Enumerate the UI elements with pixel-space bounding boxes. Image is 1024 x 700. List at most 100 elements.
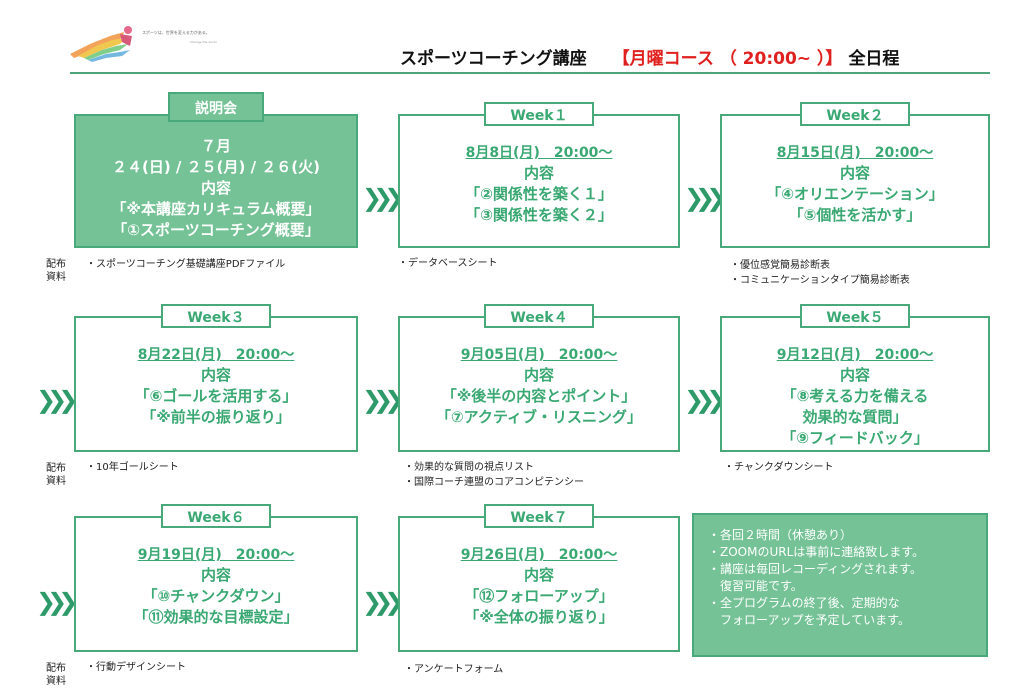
title-main: スポーツコーチング講座 (400, 49, 587, 69)
info-line: ・ZOOMのURLは事前に連絡致します。 (708, 545, 925, 559)
session-line: 「⑦アクティブ・リスニング」 (435, 408, 643, 426)
session-card-week7: Week７ 9月26日(月) 20:00～ 内容 「⑫フォローアップ」 「※全体… (398, 504, 680, 652)
session-tab: Week４ (484, 304, 594, 328)
session-card-week1: Week１ 8月8日(月) 20:00～ 内容 「②関係性を築く１」 「③関係性… (398, 102, 680, 248)
runner-logo-icon (70, 26, 132, 62)
session-line: 「①スポーツコーチング概要」 (112, 221, 320, 239)
session-tab: Week７ (484, 504, 594, 528)
materials-label-top: 配布 (46, 663, 66, 674)
session-date: 8月22日(月) 20:00～ (137, 347, 295, 363)
materials-label-top: 配布 (46, 463, 66, 474)
session-line: 「②関係性を築く１」 (465, 185, 613, 203)
session-line: 内容 (200, 366, 231, 384)
session-line: 「⑫フォローアップ」 (464, 587, 614, 605)
session-line: 「※後半の内容とポイント」 (441, 387, 637, 405)
session-tab: Week３ (161, 304, 271, 328)
info-line: ・全プログラムの終了後、定期的な (708, 596, 900, 610)
materials-label-bottom: 資料 (46, 476, 66, 487)
triple-chevron-right-icon: ❯❯❯ (36, 386, 78, 414)
triple-chevron-right-icon: ❯❯❯ (684, 386, 726, 414)
session-line: 内容 (839, 164, 870, 182)
session-line: 「⑩チャンクダウン」 (142, 587, 290, 605)
material-item: ・データベースシート (398, 258, 498, 269)
session-line: 「⑨フィードバック」 (781, 429, 929, 447)
session-card-week6: Week６ 9月19日(月) 20:00～ 内容 「⑩チャンクダウン」 「⑪効果… (74, 504, 358, 652)
header-divider (70, 72, 990, 74)
materials-label: 配布 資料 (46, 258, 66, 284)
material-item: ・チャンクダウンシート (724, 462, 834, 473)
logo-subtext: Change the world (190, 40, 217, 44)
triple-chevron-right-icon: ❯❯❯ (362, 588, 404, 616)
session-tab: 説明会 (168, 92, 264, 122)
session-line: 内容 (523, 164, 554, 182)
session-line: 「※本講座カリキュラム概要」 (111, 200, 321, 218)
session-line: 内容 (523, 566, 554, 584)
material-item: ・行動デザインシート (86, 662, 186, 673)
materials-list: ・チャンクダウンシート (724, 460, 834, 475)
material-item: ・10年ゴールシート (86, 462, 179, 473)
logo: スポーツは、世界を変える力がある。 Change the world (60, 22, 260, 62)
session-tab: Week２ (800, 102, 910, 126)
materials-list: ・行動デザインシート (86, 660, 186, 675)
materials-list: ・データベースシート (398, 256, 498, 271)
materials-list: ・効果的な質問の視点リスト ・国際コーチ連盟のコアコンピテンシー (404, 460, 584, 490)
session-date: 9月12日(月) 20:00～ (776, 347, 934, 363)
session-card-week5: Week５ 9月12日(月) 20:00～ 内容 「⑧考える力を備える 効果的な… (720, 304, 990, 452)
material-item: ・効果的な質問の視点リスト (404, 462, 534, 473)
materials-label: 配布 資料 (46, 662, 66, 688)
material-item: ・優位感覚簡易診断表 (730, 260, 830, 271)
session-line: 効果的な質問」 (802, 408, 908, 426)
triple-chevron-right-icon: ❯❯❯ (362, 184, 404, 212)
session-line: ７月 (200, 137, 231, 155)
session-tab: Week６ (161, 504, 271, 528)
session-date: 9月26日(月) 20:00～ (460, 547, 618, 563)
triple-chevron-right-icon: ❯❯❯ (362, 386, 404, 414)
material-item: ・国際コーチ連盟のコアコンピテンシー (404, 477, 584, 488)
session-line: 「⑪効果的な目標設定」 (133, 608, 299, 626)
materials-list: ・10年ゴールシート (86, 460, 179, 475)
materials-list: ・アンケートフォーム (404, 662, 503, 677)
session-date: 8月8日(月) 20:00～ (465, 145, 613, 161)
session-card-orientation: 説明会 ７月 ２４(日) / ２５(月) / ２６(火) 内容 「※本講座カリキ… (74, 92, 358, 248)
materials-label: 配布 資料 (46, 462, 66, 488)
session-line: ２４(日) / ２５(月) / ２６(火) (112, 158, 320, 176)
session-line: 内容 (200, 566, 231, 584)
session-line: 「⑥ゴールを活用する」 (134, 387, 298, 405)
session-line: 「③関係性を築く２」 (465, 206, 613, 224)
session-line: 内容 (200, 179, 231, 197)
material-item: ・スポーツコーチング基礎講座PDFファイル (86, 259, 286, 270)
session-date: 8月15日(月) 20:00～ (776, 145, 934, 161)
material-item: ・コミュニケーションタイプ簡易診断表 (730, 275, 910, 286)
session-line: 「※全体の振り返り」 (464, 608, 614, 626)
session-tab: Week５ (800, 304, 910, 328)
session-line: 内容 (839, 366, 870, 384)
title-course: 【月曜コース （ 20:00~ ）】 (612, 49, 843, 69)
materials-label-bottom: 資料 (46, 272, 66, 283)
session-line: 「※前半の振り返り」 (141, 408, 291, 426)
session-date: 9月05日(月) 20:00～ (460, 347, 618, 363)
session-line: 「⑤個性を活かす」 (788, 206, 922, 224)
session-card-week4: Week４ 9月05日(月) 20:00～ 内容 「※後半の内容とポイント」 「… (398, 304, 680, 452)
info-line: 復習可能です。 (708, 579, 803, 593)
materials-label-bottom: 資料 (46, 676, 66, 687)
info-line: ・講座は毎回レコーディングされます。 (708, 562, 922, 576)
material-item: ・アンケートフォーム (404, 664, 504, 675)
triple-chevron-right-icon: ❯❯❯ (36, 588, 78, 616)
page-title: スポーツコーチング講座 【月曜コース （ 20:00~ ）】全日程 (400, 44, 899, 69)
session-date: 9月19日(月) 20:00～ (137, 547, 295, 563)
logo-tagline: スポーツは、世界を変える力がある。 (142, 30, 210, 35)
session-line: 「④オリエンテーション」 (766, 185, 944, 203)
materials-label-top: 配布 (46, 259, 66, 270)
materials-list: ・スポーツコーチング基礎講座PDFファイル (86, 257, 285, 272)
session-card-week3: Week３ 8月22日(月) 20:00～ 内容 「⑥ゴールを活用する」 「※前… (74, 304, 358, 452)
session-line: 内容 (523, 366, 554, 384)
session-tab: Week１ (484, 102, 594, 126)
info-box: ・各回２時間（休憩あり） ・ZOOMのURLは事前に連絡致します。 ・講座は毎回… (692, 513, 988, 657)
session-line: 「⑧考える力を備える (781, 387, 929, 405)
title-rest: 全日程 (848, 49, 900, 69)
info-line: フォローアップを予定しています。 (708, 613, 910, 627)
session-card-week2: Week２ 8月15日(月) 20:00～ 内容 「④オリエンテーション」 「⑤… (720, 102, 990, 248)
triple-chevron-right-icon: ❯❯❯ (684, 184, 726, 212)
info-line: ・各回２時間（休憩あり） (708, 528, 853, 542)
materials-list: ・優位感覚簡易診断表 ・コミュニケーションタイプ簡易診断表 (730, 258, 910, 288)
